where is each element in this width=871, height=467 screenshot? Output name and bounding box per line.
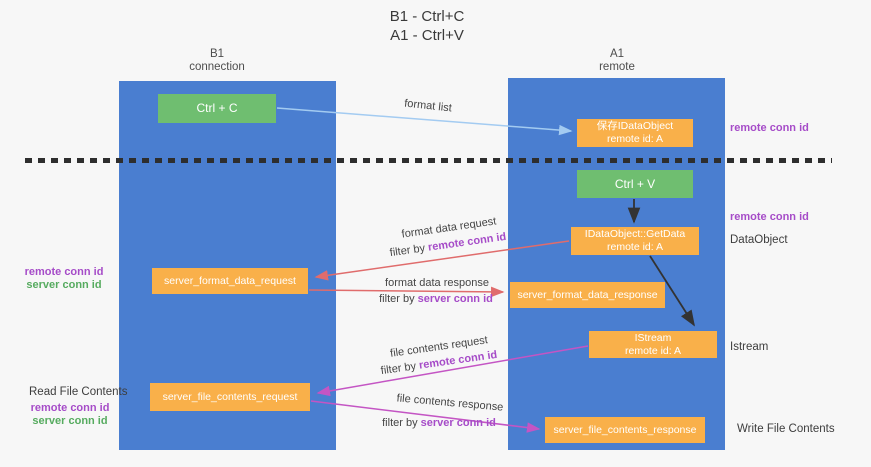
- server-conn-id-text: server conn id: [420, 417, 496, 429]
- ctrl-c-label: Ctrl + C: [196, 101, 238, 115]
- left-conn-id-stack-bottom: remote conn id server conn id: [25, 402, 115, 428]
- lifeline-a1-title: A1: [609, 48, 625, 60]
- server-file-contents-request-label: server_file_contents_request: [162, 390, 298, 403]
- getdata-line1: IDataObject::GetData: [584, 228, 686, 240]
- lifeline-header-a1: A1 remote: [547, 48, 687, 74]
- lifeline-b1-title: B1: [209, 48, 225, 60]
- save-idataobject-box: 保存IDataObject remote id: A: [577, 119, 693, 147]
- format-data-response-arrow: [308, 286, 505, 298]
- filter-by-text: filter by: [389, 242, 426, 260]
- server-file-contents-response-label: server_file_contents_response: [553, 423, 697, 436]
- istream-side-label: Istream: [730, 341, 769, 353]
- server-format-data-request-label: server_format_data_request: [164, 274, 296, 287]
- format-data-response-label: format data response: [385, 277, 489, 289]
- filter-by-text: filter by: [382, 417, 418, 429]
- write-file-contents-label: Write File Contents: [737, 423, 835, 435]
- title-line-1: B1 - Ctrl+C: [389, 8, 465, 25]
- read-file-contents-label: Read File Contents: [29, 386, 128, 398]
- lifeline-b1-subtitle: connection: [189, 61, 245, 73]
- ctrl-v-label: Ctrl + V: [614, 176, 656, 191]
- server-file-contents-response-box: server_file_contents_response: [545, 417, 705, 443]
- lifeline-header-b1: B1 connection: [147, 48, 287, 74]
- istream-line1: IStream: [634, 331, 672, 344]
- save-idataobject-line2: remote id: A: [606, 133, 664, 145]
- getdata-box: IDataObject::GetData remote id: A: [571, 227, 699, 255]
- left-remote-conn-id-top: remote conn id: [24, 266, 104, 278]
- remote-conn-id-label-mid: remote conn id: [730, 211, 809, 223]
- filter-by-text: filter by: [379, 293, 415, 305]
- istream-box: IStream remote id: A: [589, 331, 717, 358]
- getdata-line2: remote id: A: [606, 241, 664, 253]
- server-conn-id-text: server conn id: [417, 293, 493, 305]
- ctrl-c-box: Ctrl + C: [158, 94, 276, 123]
- lifeline-a1-subtitle: remote: [599, 61, 635, 73]
- left-server-conn-id-top: server conn id: [26, 279, 102, 291]
- left-server-conn-id-bottom: server conn id: [32, 415, 108, 427]
- left-conn-id-stack-top: remote conn id server conn id: [19, 266, 109, 292]
- server-file-contents-request-box: server_file_contents_request: [150, 383, 310, 411]
- save-idataobject-line1: 保存IDataObject: [596, 120, 674, 132]
- left-remote-conn-id-bottom: remote conn id: [30, 402, 110, 414]
- server-format-data-request-box: server_format_data_request: [152, 268, 308, 294]
- session-separator-line: [25, 158, 832, 163]
- remote-conn-id-label-top: remote conn id: [730, 122, 809, 134]
- diagram-title: B1 - Ctrl+C A1 - Ctrl+V: [327, 7, 527, 45]
- istream-line2: remote id: A: [624, 344, 682, 357]
- file-contents-response-filter-label: filter by server conn id: [379, 417, 499, 429]
- ctrl-v-box: Ctrl + V: [577, 170, 693, 198]
- dataobject-label: DataObject: [730, 234, 788, 246]
- filter-by-text: filter by: [380, 360, 417, 378]
- server-format-data-response-box: server_format_data_response: [510, 282, 665, 308]
- format-data-response-filter-label: filter by server conn id: [376, 293, 496, 305]
- format-list-label: format list: [403, 97, 453, 115]
- title-line-2: A1 - Ctrl+V: [390, 27, 464, 44]
- server-format-data-response-label: server_format_data_response: [517, 288, 658, 301]
- file-contents-response-label: file contents response: [396, 392, 504, 414]
